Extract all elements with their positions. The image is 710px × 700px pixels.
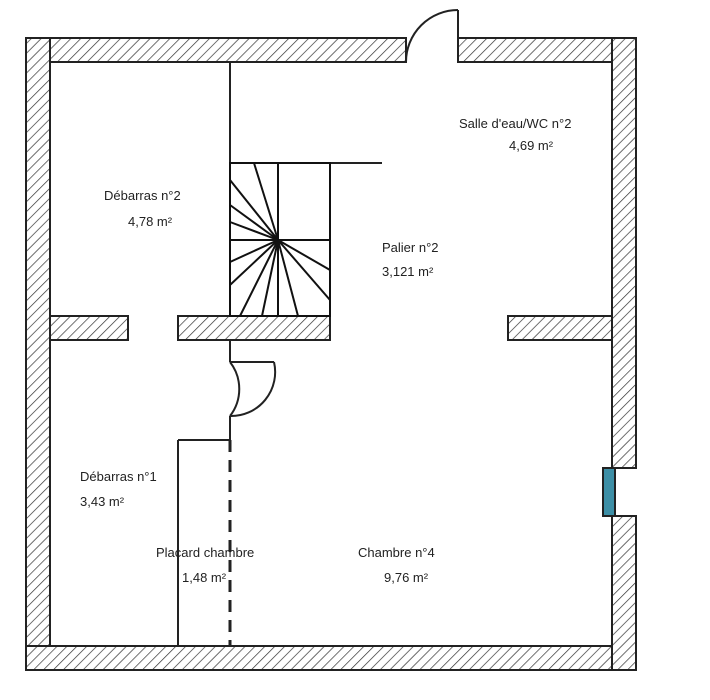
window [602,467,616,517]
palier-name: Palier n°2 [382,240,439,255]
salle-eau-area: 4,69 m² [509,138,554,153]
debarras1-area: 3,43 m² [80,494,125,509]
wall-right-upper [611,37,637,469]
placard-name: Placard chambre [156,545,254,560]
interior-walls [49,315,613,341]
wall-mid-center [177,315,331,341]
entry-door [405,9,459,63]
wall-mid-left [49,315,129,341]
chambre-name: Chambre n°4 [358,545,435,560]
room-labels: Salle d'eau/WC n°2 4,69 m² Débarras n°2 … [80,116,571,585]
debarras2-name: Débarras n°2 [104,188,181,203]
wall-top-right [457,37,637,63]
wall-bottom [25,645,637,671]
chambre-area: 9,76 m² [384,570,429,585]
palier-area: 3,121 m² [382,264,434,279]
outer-walls [25,37,637,671]
wall-mid-right [507,315,613,341]
debarras1-name: Débarras n°1 [80,469,157,484]
debarras2-area: 4,78 m² [128,214,173,229]
wall-left [25,37,51,671]
staircase [229,162,331,317]
wall-top-left [25,37,407,63]
placard-area: 1,48 m² [182,570,227,585]
wall-right-lower [611,515,637,671]
salle-eau-name: Salle d'eau/WC n°2 [459,116,571,131]
